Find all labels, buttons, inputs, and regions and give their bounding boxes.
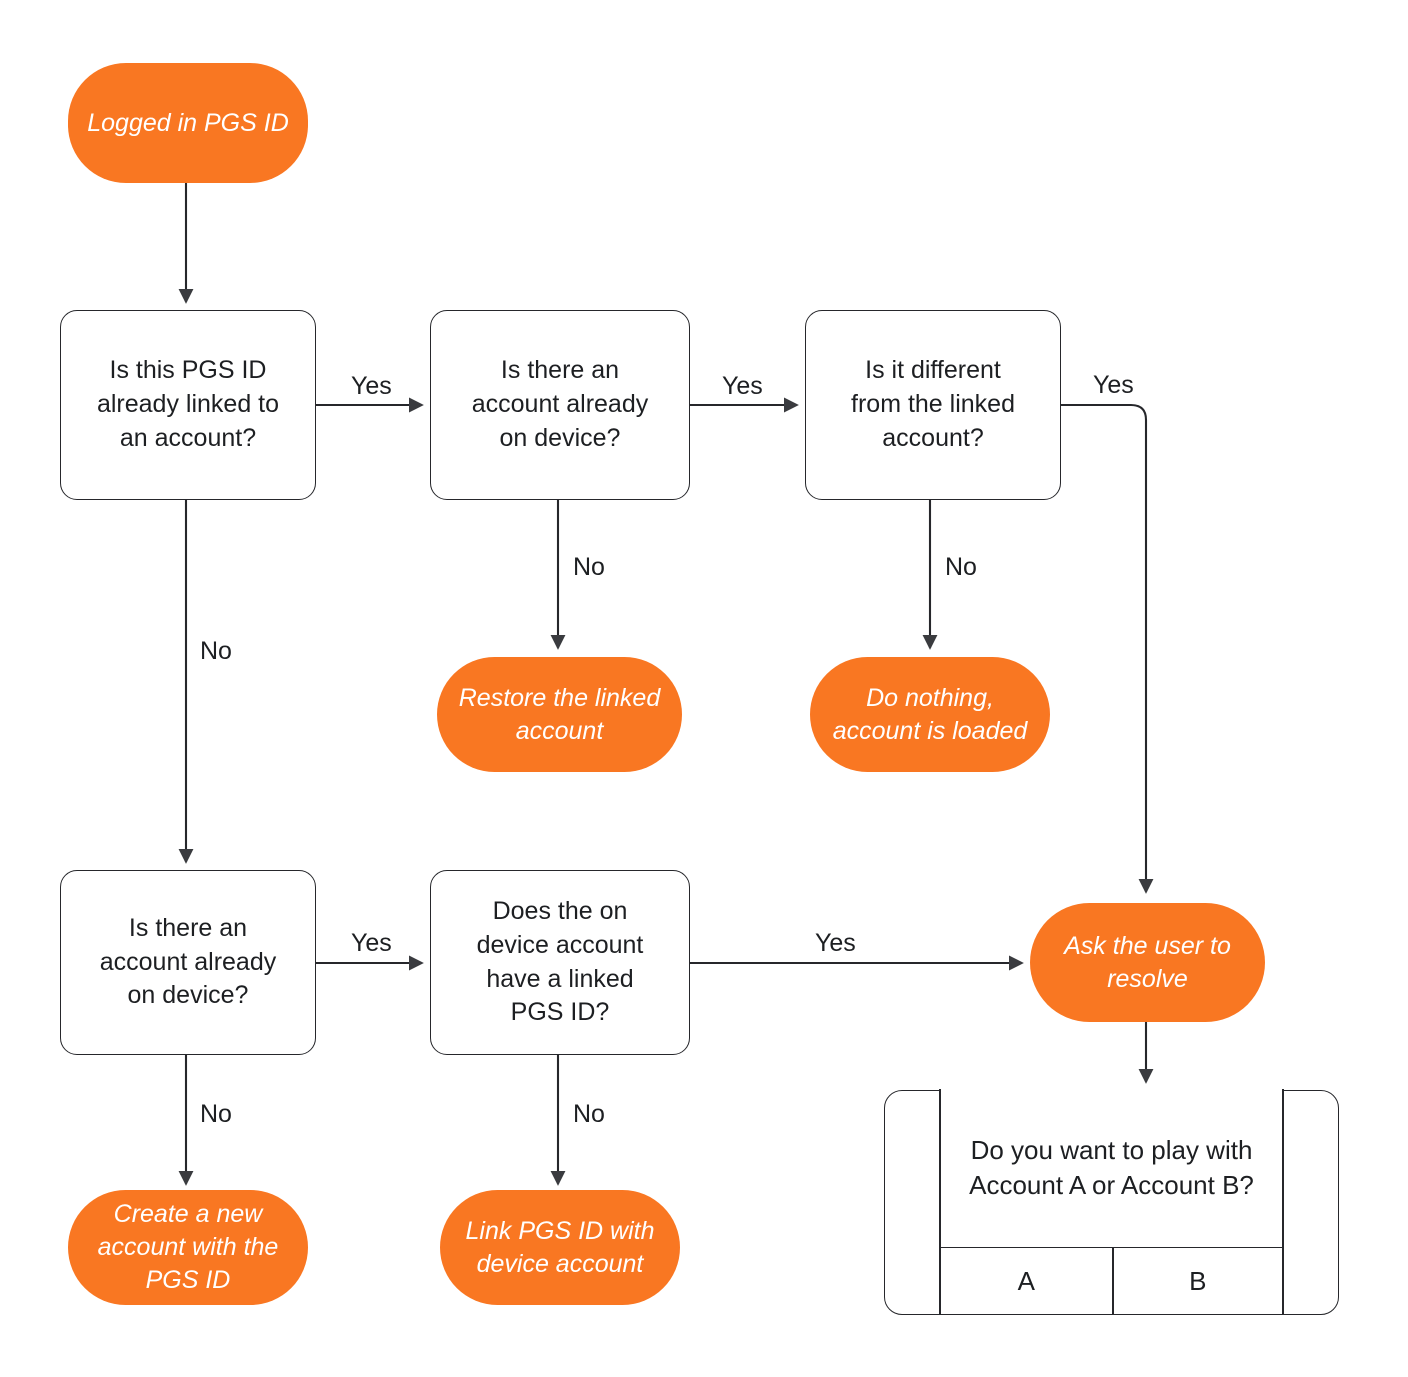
node-terminal-restore-linked-account[interactable]: Restore the linked account xyxy=(437,657,682,772)
node-terminal-link-pgs-id[interactable]: Link PGS ID with device account xyxy=(440,1190,680,1305)
dialog-mockup-frame: Do you want to play with Account A or Ac… xyxy=(884,1089,1339,1315)
node-terminal-restore-linked-account-label: Restore the linked account xyxy=(458,683,661,745)
node-decision-different-from-linked-label: Is it different from the linked account? xyxy=(851,356,1015,452)
edge-label-d5-no: No xyxy=(573,1100,605,1128)
node-terminal-ask-user-to-resolve-label: Ask the user to resolve xyxy=(1064,931,1231,993)
node-start[interactable]: Logged in PGS ID xyxy=(68,63,308,183)
dialog-button-account-a[interactable]: A xyxy=(1017,1265,1035,1296)
node-decision-device-account-has-pgs-id-label: Does the on device account have a linked… xyxy=(476,897,644,1027)
node-decision-account-on-device-top-label: Is there an account already on device? xyxy=(471,356,649,452)
node-decision-device-account-has-pgs-id[interactable]: Does the on device account have a linked… xyxy=(430,870,690,1055)
node-decision-different-from-linked[interactable]: Is it different from the linked account? xyxy=(805,310,1061,500)
node-decision-pgs-id-linked[interactable]: Is this PGS ID already linked to an acco… xyxy=(60,310,316,500)
edge-label-d5-yes: Yes xyxy=(815,929,856,957)
node-decision-account-on-device-bottom[interactable]: Is there an account already on device? xyxy=(60,870,316,1055)
dialog-prompt-text: Do you want to play with Account A or Ac… xyxy=(941,1089,1282,1248)
edge-label-d1-no: No xyxy=(200,637,232,665)
node-start-label: Logged in PGS ID xyxy=(87,108,289,137)
edge-label-d3-no: No xyxy=(945,553,977,581)
edge-label-d4-yes: Yes xyxy=(351,929,392,957)
edge-label-d1-yes: Yes xyxy=(351,372,392,400)
edge-label-d2-yes: Yes xyxy=(722,372,763,400)
edge-label-d3-yes: Yes xyxy=(1093,371,1134,399)
node-decision-pgs-id-linked-label: Is this PGS ID already linked to an acco… xyxy=(96,356,280,452)
node-terminal-do-nothing-label: Do nothing, account is loaded xyxy=(832,683,1028,745)
node-decision-account-on-device-top[interactable]: Is there an account already on device? xyxy=(430,310,690,500)
edge-label-d2-no: No xyxy=(573,553,605,581)
node-terminal-do-nothing[interactable]: Do nothing, account is loaded xyxy=(810,657,1050,772)
node-decision-account-on-device-bottom-label: Is there an account already on device? xyxy=(99,913,277,1010)
node-terminal-create-new-account-label: Create a new account with the PGS ID xyxy=(97,1200,279,1294)
node-terminal-create-new-account[interactable]: Create a new account with the PGS ID xyxy=(68,1190,308,1305)
edge-label-d4-no: No xyxy=(200,1100,232,1128)
dialog-mockup-screen: Do you want to play with Account A or Ac… xyxy=(939,1089,1284,1314)
dialog-button-account-b[interactable]: B xyxy=(1111,1248,1283,1314)
edge-d3-yes-to-ask xyxy=(1061,403,1154,894)
node-terminal-link-pgs-id-label: Link PGS ID with device account xyxy=(465,1216,655,1278)
node-terminal-ask-user-to-resolve[interactable]: Ask the user to resolve xyxy=(1030,903,1265,1022)
dialog-button-row: A B xyxy=(941,1248,1282,1314)
